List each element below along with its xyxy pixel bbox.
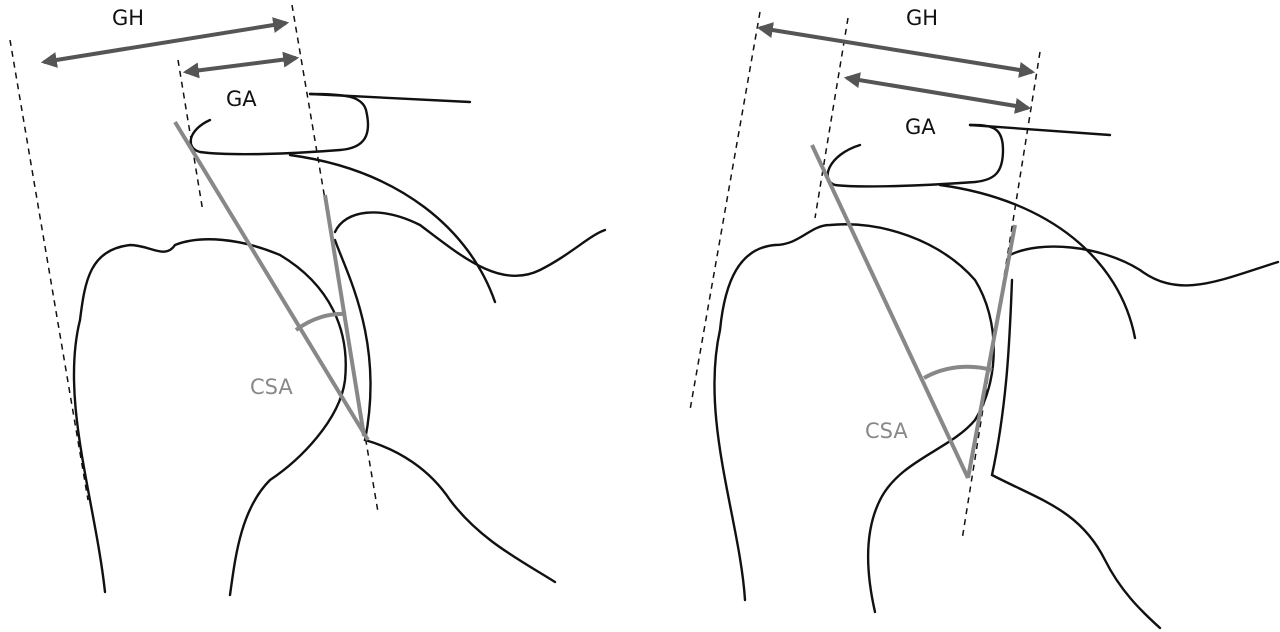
glenoid-outline bbox=[333, 238, 557, 584]
panel-right: GH GA CSA bbox=[689, 6, 1280, 630]
coracoid-curve bbox=[288, 153, 497, 304]
csa-label: CSA bbox=[250, 375, 293, 399]
acromion-angle-line bbox=[173, 120, 370, 442]
acromion-dashed-line bbox=[177, 59, 204, 213]
lateral-humerus-dashed-line bbox=[9, 39, 89, 501]
lateral-humerus-dashed-line bbox=[689, 11, 761, 411]
ga-arrow bbox=[182, 51, 300, 79]
glenoid-outline bbox=[990, 278, 1162, 630]
humeral-head-outline bbox=[72, 238, 347, 597]
csa-angle-arc bbox=[923, 364, 993, 380]
ga-label: GA bbox=[226, 87, 257, 111]
humeral-head-outline bbox=[713, 223, 995, 614]
panel-left: GH GA CSA bbox=[9, 4, 607, 597]
ga-label: GA bbox=[905, 115, 936, 139]
gh-label: GH bbox=[112, 6, 144, 30]
scapula-outline bbox=[333, 211, 607, 277]
gh-arrow bbox=[756, 22, 1036, 78]
acromion-outline bbox=[189, 92, 370, 156]
glenoid-angle-line bbox=[966, 224, 1017, 479]
coracoid-curve bbox=[938, 183, 1137, 340]
clavicle-line bbox=[968, 123, 1112, 137]
gh-label: GH bbox=[906, 6, 938, 30]
ga-arrow bbox=[843, 72, 1032, 114]
csa-angle-arc bbox=[294, 311, 347, 332]
acromion-angle-line bbox=[810, 144, 970, 479]
scapula-outline bbox=[1008, 245, 1280, 287]
csa-label: CSA bbox=[865, 419, 908, 443]
gh-arrow bbox=[40, 17, 290, 68]
